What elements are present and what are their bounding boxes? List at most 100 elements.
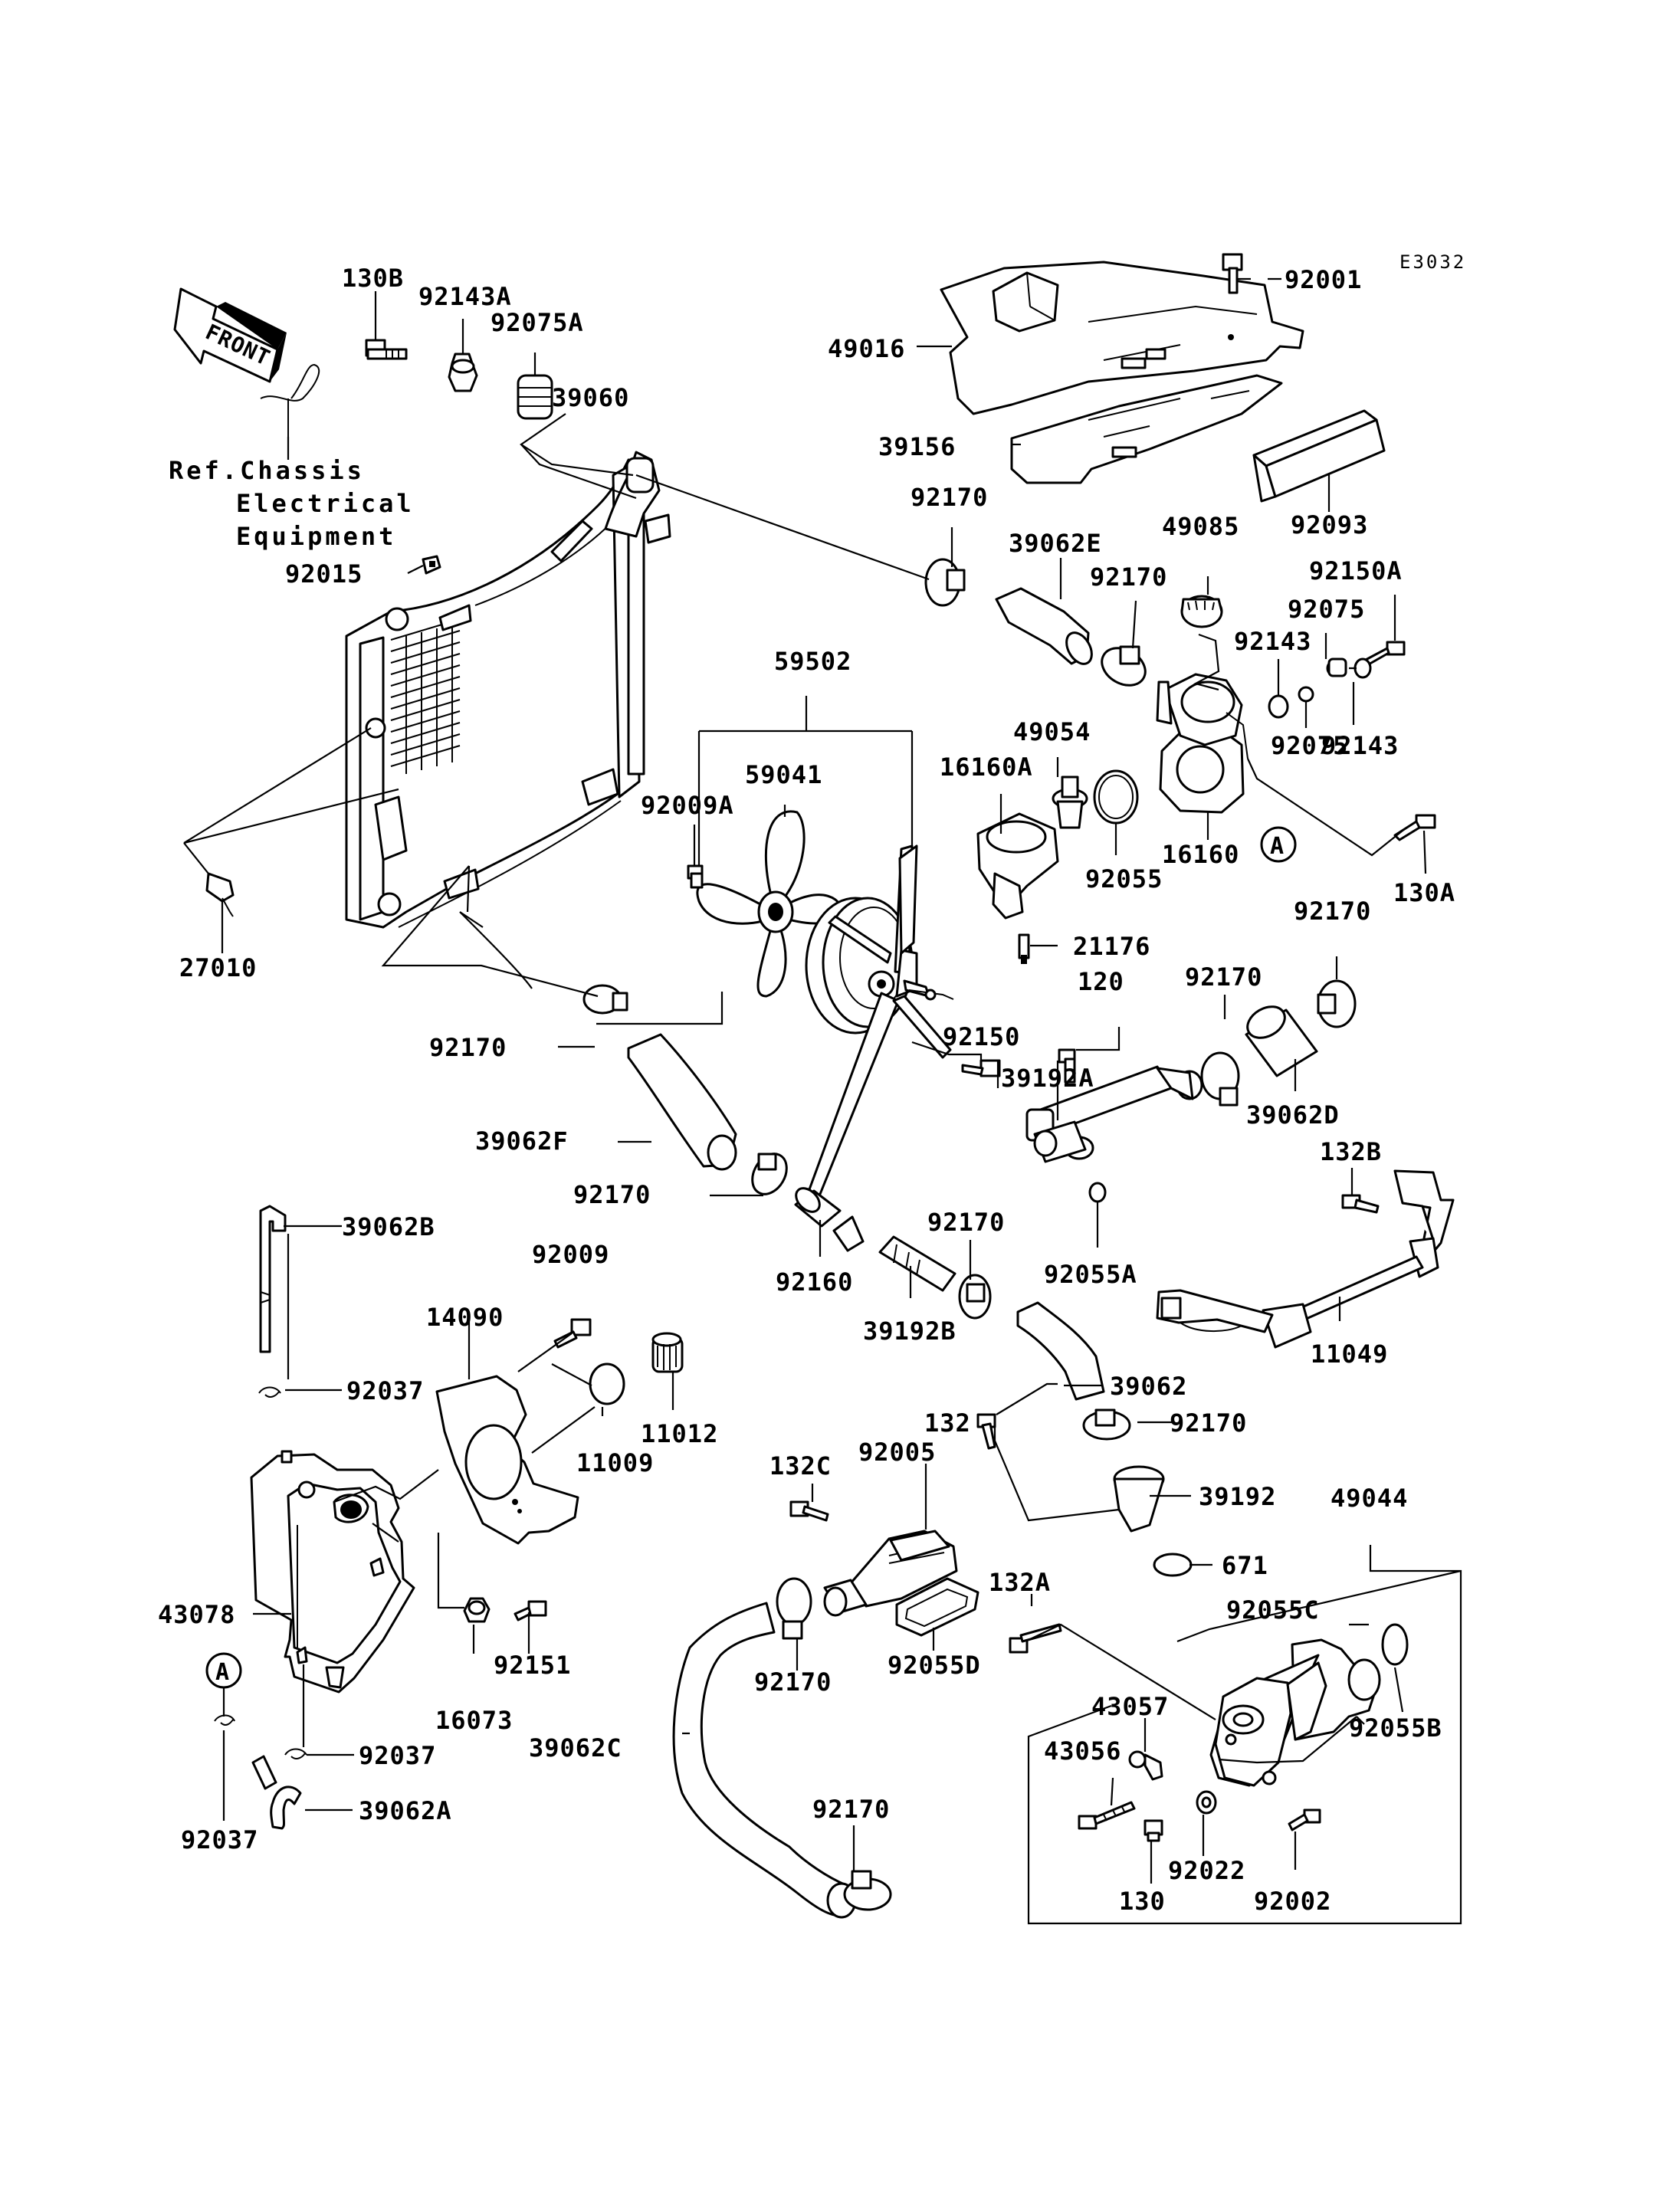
sensor-27010-icon <box>205 872 235 917</box>
bolt-92150a-icon <box>1363 641 1406 667</box>
pipe-39192b <box>878 1235 956 1292</box>
clamp-92170-2-icon <box>1101 645 1147 687</box>
label-92170-2: 92170 <box>1090 562 1167 592</box>
pipe-39192a <box>1025 1065 1203 1163</box>
label-92150a: 92150A <box>1309 556 1403 585</box>
label-11009: 11009 <box>576 1448 654 1477</box>
grommet-92143-1-icon <box>1354 657 1372 679</box>
bolt-92009a-icon <box>687 864 704 889</box>
radiator <box>345 451 671 929</box>
chassis-clip-icon <box>260 363 320 437</box>
clamp-92170-3-icon <box>1317 979 1357 1028</box>
label-92055b: 92055B <box>1349 1713 1442 1743</box>
clamp-92170-9-icon <box>776 1577 812 1640</box>
washer-92075-2-icon <box>1298 686 1314 703</box>
label-92143-1: 92143 <box>1234 627 1311 656</box>
bolt-92001-icon <box>1222 253 1243 294</box>
callout-a-icon-2: A <box>205 1652 242 1689</box>
leader-lines <box>183 277 1462 1925</box>
housing-16160a <box>976 812 1059 920</box>
cap-11009-icon <box>589 1362 625 1405</box>
label-39062d: 39062D <box>1246 1100 1340 1130</box>
label-39192b: 39192B <box>863 1317 956 1346</box>
label-92170-9: 92170 <box>754 1667 832 1697</box>
label-16160a: 16160A <box>940 753 1033 782</box>
label-92160: 92160 <box>776 1267 853 1297</box>
bolt-92002-icon <box>1288 1808 1321 1831</box>
front-arrow-icon: FRONT <box>173 287 287 383</box>
hose-39062d <box>1245 1005 1318 1077</box>
washer-92022-icon <box>1196 1790 1217 1815</box>
plate-39156 <box>1010 374 1283 484</box>
bolt-43056-icon <box>1078 1801 1136 1830</box>
strip-92093 <box>1252 409 1386 503</box>
label-39062e: 39062E <box>1009 529 1102 558</box>
hose-39062f <box>627 1033 737 1171</box>
clamp-92170-5-icon <box>582 984 628 1015</box>
washer-92075-1-icon <box>1326 657 1347 677</box>
label-92143a: 92143A <box>418 282 512 311</box>
bolt-132b-icon <box>1341 1194 1380 1214</box>
reference-note-line-3: Equipment <box>236 522 396 551</box>
radiator-fins-icon <box>390 618 461 774</box>
thermostat-49054-icon <box>1052 776 1088 829</box>
cover-14090 <box>435 1375 579 1545</box>
label-39156: 39156 <box>878 432 956 461</box>
reference-note-line-2: Electrical <box>236 489 415 518</box>
label-92170-3: 92170 <box>1294 897 1371 926</box>
label-49044: 49044 <box>1331 1484 1408 1513</box>
diagram-code: E3032 <box>1399 251 1466 273</box>
hose-39062 <box>1016 1301 1105 1401</box>
fitting-92005 <box>823 1530 958 1617</box>
bolt-92150-icon <box>961 1059 1001 1077</box>
label-43057: 43057 <box>1091 1692 1169 1721</box>
label-92055a: 92055A <box>1044 1260 1137 1289</box>
label-92002: 92002 <box>1254 1887 1331 1916</box>
label-130a: 130A <box>1393 878 1455 907</box>
label-39192a: 39192A <box>1001 1064 1094 1093</box>
label-92037-1: 92037 <box>346 1376 424 1405</box>
label-39062a: 39062A <box>359 1796 452 1825</box>
clip-92037-3-icon <box>214 1714 235 1726</box>
filler-neck-16160 <box>1156 673 1249 814</box>
clamp-92170-6-icon <box>751 1153 788 1195</box>
label-671: 671 <box>1222 1551 1268 1580</box>
label-92170-7: 92170 <box>927 1208 1005 1237</box>
hose-39062e <box>995 587 1093 665</box>
label-132b: 132B <box>1320 1137 1382 1166</box>
label-92009: 92009 <box>532 1240 609 1269</box>
label-92170-5: 92170 <box>429 1033 507 1062</box>
pipe-39192 <box>1113 1465 1165 1533</box>
pipe-92160 <box>794 1187 865 1252</box>
hose-39062c <box>672 1602 857 1919</box>
reservoir-tank-43078 <box>250 1450 415 1694</box>
label-92170-1: 92170 <box>911 483 988 512</box>
clip-92015-icon <box>422 555 441 575</box>
label-130: 130 <box>1119 1887 1166 1916</box>
gasket-92055d-icon <box>895 1577 979 1637</box>
label-39192: 39192 <box>1199 1482 1276 1511</box>
label-92170-10: 92170 <box>812 1795 890 1824</box>
label-92055d: 92055D <box>888 1651 981 1680</box>
hose-39062a <box>251 1755 302 1830</box>
grommet-92143a-icon <box>448 353 478 392</box>
label-92055: 92055 <box>1085 864 1163 894</box>
label-49054: 49054 <box>1013 717 1091 746</box>
hose-39062b <box>259 1205 287 1353</box>
label-27010: 27010 <box>179 953 257 982</box>
label-92009a: 92009A <box>641 791 734 820</box>
label-43078: 43078 <box>158 1600 235 1629</box>
label-92022: 92022 <box>1168 1856 1245 1885</box>
part-labels: 130B 92143A 92075A 39060 92015 27010 490… <box>158 264 1455 1916</box>
clamp-92170-7-icon <box>958 1274 992 1320</box>
bolt-130-icon <box>1144 1819 1163 1842</box>
o-ring-92055b-icon <box>1381 1623 1409 1666</box>
label-16073: 16073 <box>435 1706 513 1735</box>
callout-a-label-1: A <box>1270 833 1285 860</box>
sensor-21176-icon <box>1018 933 1030 964</box>
o-ring-92055a-icon <box>1088 1182 1107 1203</box>
label-59041: 59041 <box>745 760 822 789</box>
label-92005: 92005 <box>858 1438 936 1467</box>
label-92150: 92150 <box>943 1022 1020 1051</box>
